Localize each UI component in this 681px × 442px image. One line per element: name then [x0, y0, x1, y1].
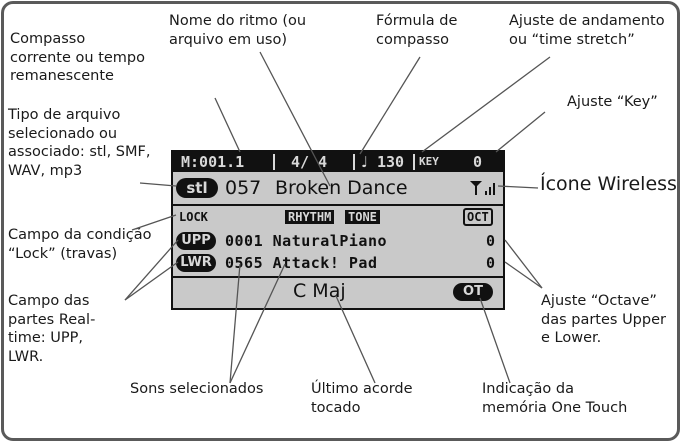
lower-part-badge: LWR [176, 254, 216, 272]
upper-tone: 0001 NaturalPiano [225, 232, 388, 250]
lcd-screen: M:001.1 4/ 4 ♩ 130 KEY 0 stl 057 Broken … [171, 150, 505, 310]
label-lock: Campo da condição “Lock” (travas) [8, 227, 152, 262]
label-formula: Fórmula de compasso [376, 13, 458, 48]
label-tipo-arquivo: Tipo de arquivo selecionado ou associado… [8, 107, 151, 179]
label-partes: Campo das partes Real- time: UPP, LWR. [8, 293, 96, 365]
oct-tag: OCT [463, 208, 493, 226]
label-wireless: Ícone Wireless [540, 173, 677, 195]
tone-lock-tag: TONE [345, 210, 380, 224]
upper-part-row: UPP 0001 NaturalPiano 0 [173, 230, 503, 252]
label-one-touch: Indicação da memória One Touch [482, 381, 628, 416]
label-sons: Sons selecionados [130, 381, 264, 397]
upper-octave: 0 [485, 232, 495, 250]
status-bar: M:001.1 4/ 4 ♩ 130 KEY 0 [173, 152, 503, 172]
file-type-badge: stl [176, 178, 218, 198]
rhythm-lock-tag: RHYTHM [285, 210, 335, 224]
label-andamento: Ajuste de andamento ou “time stretch” [509, 13, 665, 48]
lower-part-row: LWR 0565 Attack! Pad 0 [173, 252, 503, 274]
lower-tone: 0565 Attack! Pad [225, 254, 378, 272]
label-acorde: Último acorde tocado [311, 381, 413, 416]
key-label: KEY [419, 155, 439, 168]
measure-display: M:001.1 [181, 153, 245, 171]
rhythm-name: Broken Dance [275, 177, 408, 199]
label-nome-ritmo: Nome do ritmo (ou arquivo em uso) [169, 13, 307, 48]
lower-octave: 0 [485, 254, 495, 272]
upper-part-badge: UPP [176, 232, 216, 250]
lock-label: LOCK [179, 210, 208, 224]
note-icon: ♩ [361, 153, 369, 171]
time-signature-display: 4/ 4 [291, 153, 328, 171]
rhythm-row: stl 057 Broken Dance [173, 174, 503, 202]
tempo-display: 130 [377, 153, 405, 171]
label-compasso: Compasso corrente ou tempo remanescente [10, 31, 145, 84]
key-value: 0 [473, 153, 483, 171]
wireless-icon [469, 179, 497, 201]
lock-row: LOCK RHYTHM TONE OCT [173, 208, 503, 230]
chord-display: C Maj [293, 280, 346, 302]
one-touch-badge: OT [453, 283, 493, 301]
chord-row: C Maj OT [173, 276, 503, 308]
label-key: Ajuste “Key” [567, 94, 658, 110]
rhythm-number: 057 [225, 177, 262, 199]
label-octave: Ajuste “Octave” das partes Upper e Lower… [541, 293, 666, 346]
